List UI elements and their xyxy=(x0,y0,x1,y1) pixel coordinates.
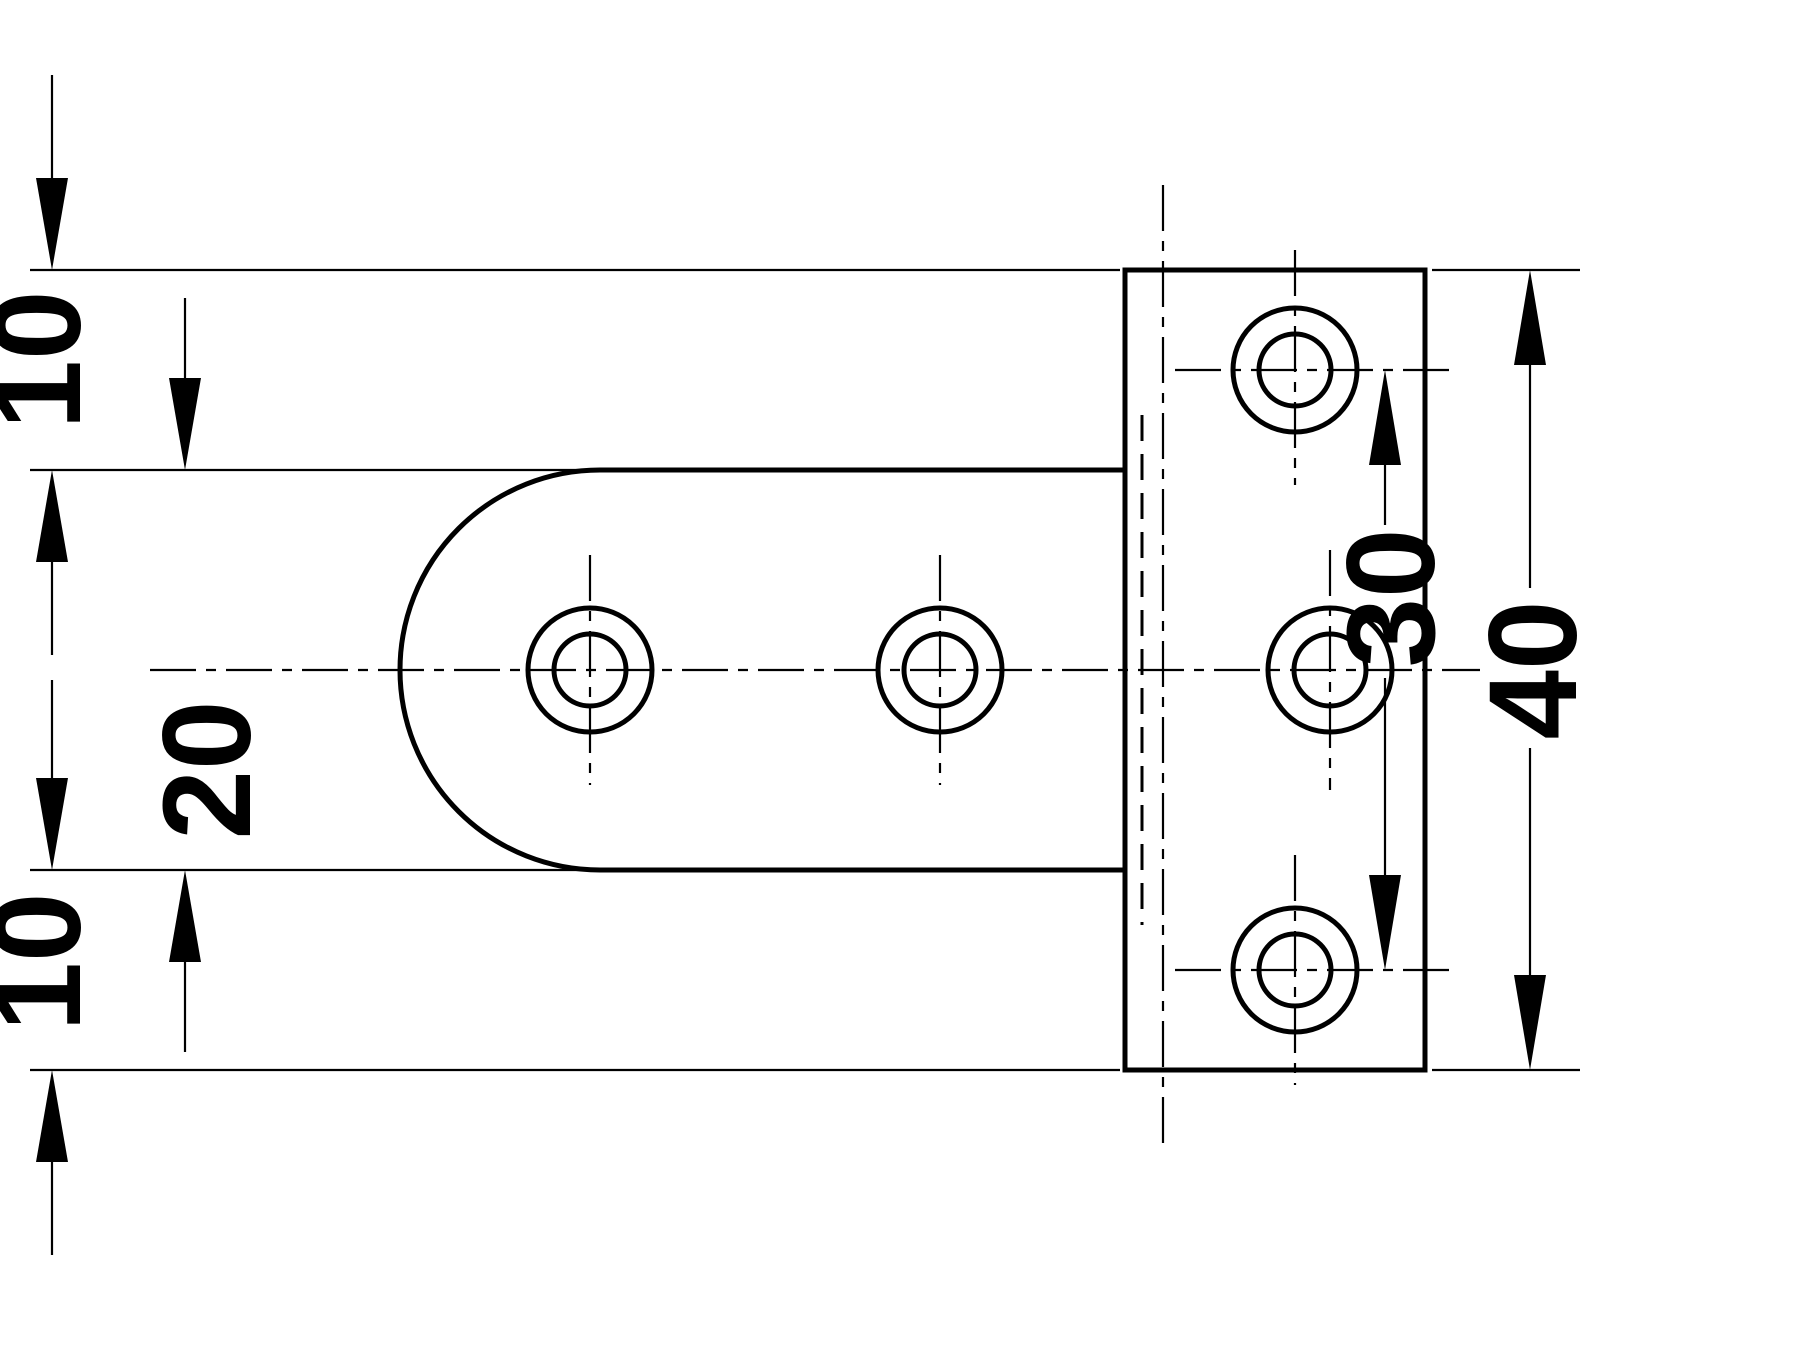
arrowhead-down-icon xyxy=(1514,975,1546,1070)
arrowhead-down-icon xyxy=(169,378,201,470)
tongue-hole-1-inner xyxy=(551,631,629,709)
dimension-plate-height: 40 xyxy=(1464,270,1603,1070)
dim-label-plate-height: 40 xyxy=(1464,600,1603,739)
screw-holes xyxy=(525,305,1395,1035)
arrowhead-up-icon xyxy=(1369,370,1401,465)
tongue-hole-1-outer xyxy=(525,605,655,735)
arrowhead-up-icon xyxy=(169,870,201,962)
plate-top-hole-inner xyxy=(1256,331,1334,409)
dim-label-tongue-width: 20 xyxy=(138,700,277,839)
arrowhead-down-icon xyxy=(36,178,68,270)
arrowhead-down-icon xyxy=(1369,875,1401,970)
dimension-bottom-offset: 10 xyxy=(0,680,107,1255)
arrowhead-up-icon xyxy=(36,470,68,562)
plate-bottom-hole-outer xyxy=(1230,905,1360,1035)
tongue-hole-2-outer xyxy=(875,605,1005,735)
plate-bottom-hole-inner xyxy=(1256,931,1334,1009)
dim-label-bottom-offset: 10 xyxy=(0,892,107,1031)
dim-label-hole-spacing: 30 xyxy=(1322,528,1461,667)
part-outline xyxy=(397,267,1428,1073)
arrowhead-up-icon xyxy=(1514,270,1546,365)
dim-label-top-offset: 10 xyxy=(0,290,107,429)
center-lines xyxy=(150,185,1480,1150)
mounting-plate-outline xyxy=(1122,267,1428,1073)
arrowhead-down-icon xyxy=(36,778,68,870)
dimension-top-offset: 10 xyxy=(0,75,107,655)
extension-lines xyxy=(30,268,1580,1072)
dimension-hole-spacing: 30 xyxy=(1322,370,1461,970)
plate-middle-hole-outer xyxy=(1265,605,1395,735)
plate-middle-hole-inner xyxy=(1291,631,1369,709)
plate-top-hole-outer xyxy=(1230,305,1360,435)
tongue-outline xyxy=(397,467,1125,873)
tongue-hole-2-inner xyxy=(901,631,979,709)
dimension-tongue-width: 20 xyxy=(138,298,277,1052)
arrowhead-up-icon xyxy=(36,1070,68,1162)
